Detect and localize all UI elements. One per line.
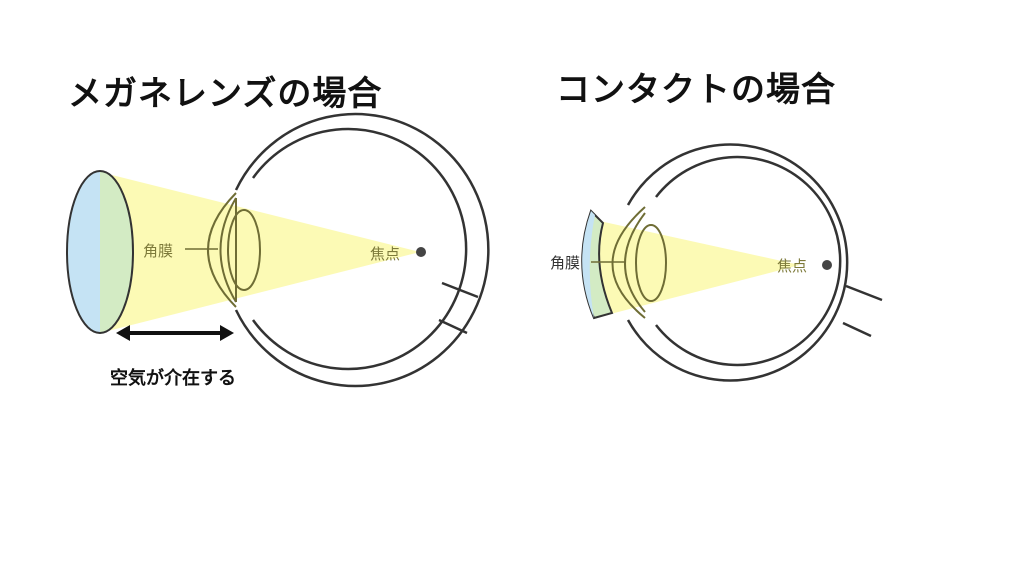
crystalline-lens [227, 209, 261, 291]
cornea [611, 206, 646, 319]
focus-label: 焦点 [777, 257, 807, 275]
light-cone [595, 220, 800, 318]
title-glasses: メガネレンズの場合 [68, 74, 383, 114]
air-label: 空気が介在する [110, 367, 236, 389]
optic-nerve [842, 284, 883, 338]
glasses-lens [66, 170, 134, 334]
eyeball-inner [251, 127, 468, 371]
cornea-label: 角膜 [550, 254, 580, 272]
focus-label: 焦点 [370, 245, 400, 263]
optic-nerve [438, 281, 479, 335]
cornea-label: 角膜 [143, 242, 173, 260]
title-contact: コンタクトの場合 [556, 70, 836, 110]
eyeball-outer [626, 143, 849, 382]
eyeball-outer [234, 112, 490, 388]
double-arrow [116, 325, 234, 341]
cornea [207, 192, 237, 308]
eye-contact: 角膜 焦点 [550, 143, 883, 382]
eyeball-inner [655, 155, 842, 367]
crystalline-lens [635, 224, 667, 302]
focal-point [416, 247, 426, 257]
eye-glasses: 角膜 焦点 空気が介在する [66, 112, 490, 389]
focal-point [822, 260, 832, 270]
